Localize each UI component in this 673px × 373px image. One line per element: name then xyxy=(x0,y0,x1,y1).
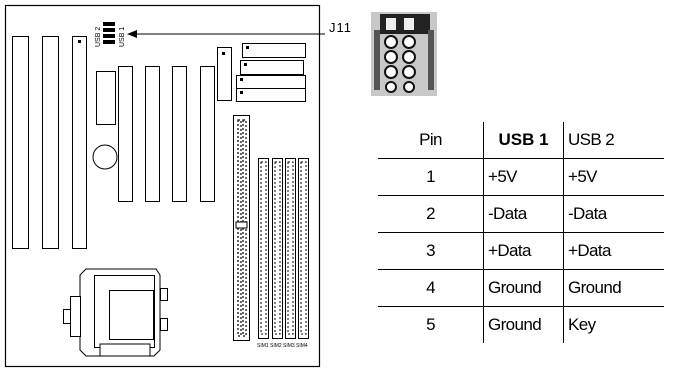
cell-pin: 1 xyxy=(378,158,484,196)
simm-label-2: SIM2 xyxy=(270,343,282,349)
cell-pin: 5 xyxy=(378,306,484,343)
simm-slots xyxy=(258,158,309,339)
cell-pin: 4 xyxy=(378,269,484,307)
j11-label: J11 xyxy=(329,20,352,35)
simm-label-1: SIM1 xyxy=(257,343,269,349)
battery xyxy=(92,144,118,170)
cell-usb1: +5V xyxy=(483,158,564,196)
isa-slot-2 xyxy=(42,36,59,249)
cpu-socket xyxy=(63,268,168,357)
table-header-row: Pin USB 1 USB 2 xyxy=(378,122,664,159)
pci-slot-3 xyxy=(172,66,187,202)
header-usb1: USB 1 xyxy=(483,122,564,159)
simm-label-3: SIM3 xyxy=(283,343,295,349)
chipset xyxy=(96,71,116,125)
cell-usb2: Ground xyxy=(563,269,664,307)
pci-slot-2 xyxy=(145,66,160,202)
cell-usb1: -Data xyxy=(483,195,564,233)
header-usb2: USB 2 xyxy=(563,122,664,159)
j11-pointer-arrow xyxy=(127,30,325,38)
isa-slot-3-notch xyxy=(78,40,81,43)
cell-usb2: +5V xyxy=(563,158,664,196)
simm-label-4: SIM4 xyxy=(296,343,308,349)
dimm-slots xyxy=(233,115,250,341)
table-row: 4 Ground Ground xyxy=(378,269,664,307)
header-pin: Pin xyxy=(378,122,484,159)
cell-usb1: +Data xyxy=(483,232,564,270)
ide-fdd-connectors xyxy=(217,43,306,102)
cell-usb2: -Data xyxy=(563,195,664,233)
cell-usb2: +Data xyxy=(563,232,664,270)
usb2-header-label: USB 2 xyxy=(95,27,102,47)
cell-pin: 2 xyxy=(378,195,484,233)
table-row: 5 Ground Key xyxy=(378,306,664,343)
usb-pinout-table: Pin USB 1 USB 2 1 +5V +5V 2 -Data -Data … xyxy=(378,122,664,343)
table-row: 1 +5V +5V xyxy=(378,158,664,196)
table-row: 3 +Data +Data xyxy=(378,232,664,270)
cell-usb1: Ground xyxy=(483,306,564,343)
isa-slot-1 xyxy=(12,36,29,249)
cell-usb2: Key xyxy=(563,306,664,343)
table-row: 2 -Data -Data xyxy=(378,195,664,233)
cell-pin: 3 xyxy=(378,232,484,270)
isa-slot-3 xyxy=(72,36,87,249)
connector-closeup-photo xyxy=(371,12,437,96)
usb1-header-label: USB 1 xyxy=(119,27,126,47)
usb-header xyxy=(103,22,115,44)
cell-usb1: Ground xyxy=(483,269,564,307)
pci-slot-1 xyxy=(118,66,133,202)
pci-slot-4 xyxy=(200,66,215,202)
